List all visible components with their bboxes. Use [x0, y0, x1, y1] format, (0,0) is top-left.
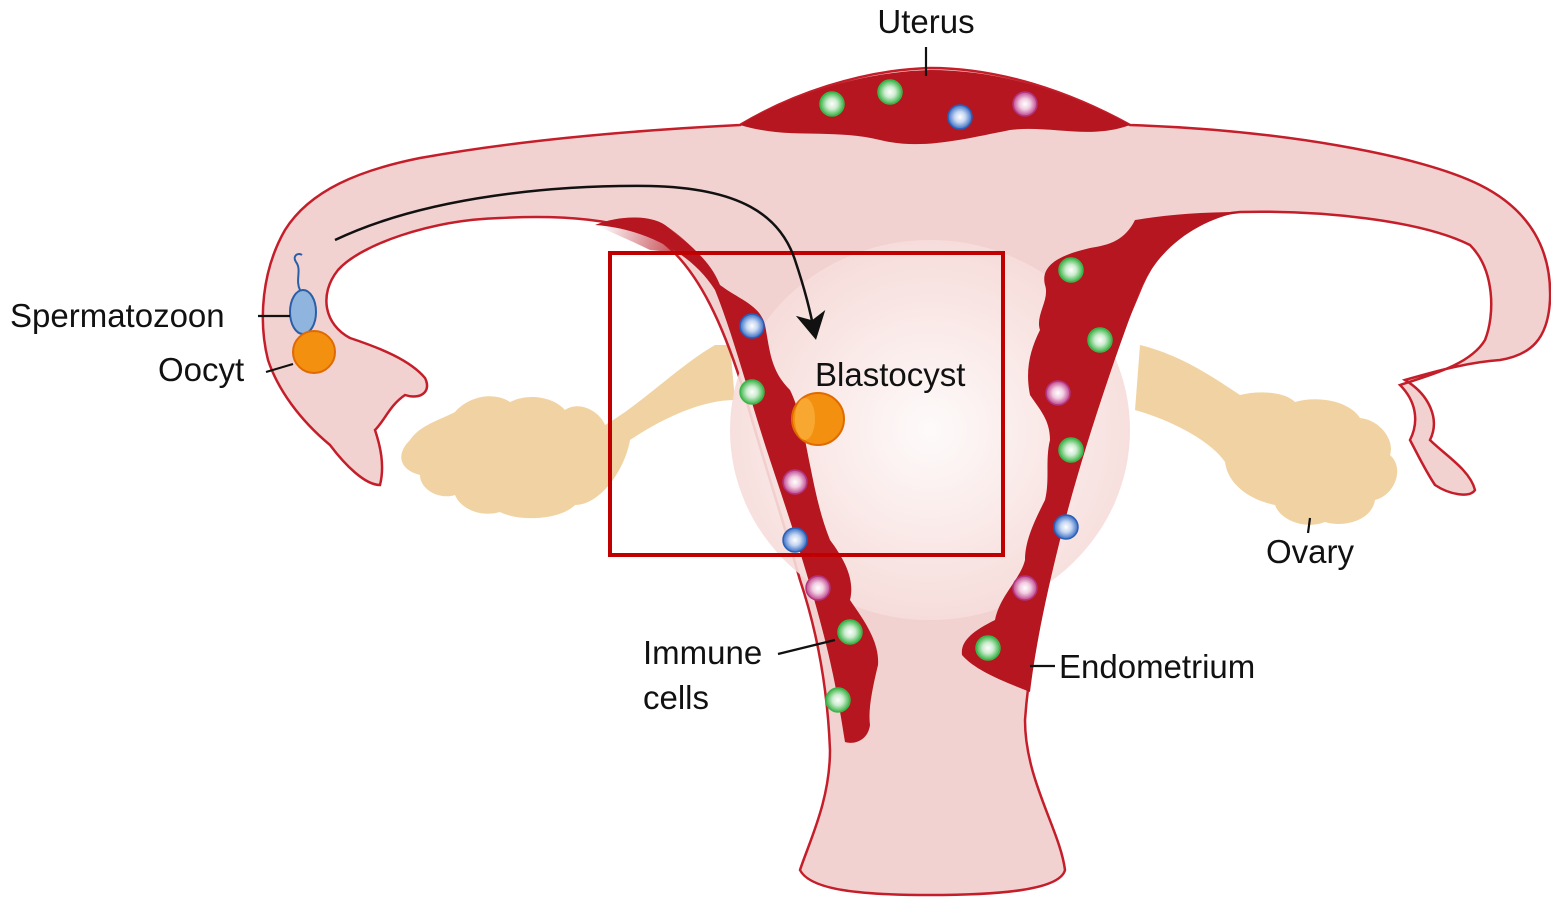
oocyt-label: Oocyt	[158, 351, 244, 388]
immune-cell-green	[820, 92, 844, 116]
immune-cell-green	[1059, 258, 1083, 282]
immune-cell-green	[1059, 438, 1083, 462]
immune-cell-pink	[1013, 92, 1037, 116]
oocyte	[293, 331, 335, 373]
immune-cells-label-line1: Immune	[643, 634, 762, 671]
spermatozoon-label: Spermatozoon	[10, 297, 225, 334]
uterus-label: Uterus	[877, 3, 974, 40]
immune-cell-pink	[806, 576, 830, 600]
blastocyst	[792, 393, 844, 445]
immune-cell-blue	[948, 105, 972, 129]
immune-cell-green	[740, 380, 764, 404]
immune-cell-pink	[1013, 576, 1037, 600]
immune-cell-pink	[1046, 381, 1070, 405]
immune-cell-blue	[783, 528, 807, 552]
immune-cell-green	[878, 80, 902, 104]
left-ovary	[401, 345, 735, 518]
immune-cell-green	[838, 620, 862, 644]
immune-cell-green	[826, 688, 850, 712]
endometrium-label: Endometrium	[1059, 648, 1255, 685]
ovary-label: Ovary	[1266, 533, 1355, 570]
immune-cell-blue	[740, 314, 764, 338]
right-ovary	[1135, 345, 1397, 525]
immune-cell-pink	[783, 470, 807, 494]
immune-cell-green	[976, 636, 1000, 660]
immune-cell-green	[1088, 328, 1112, 352]
blastocyst-label: Blastocyst	[815, 356, 965, 393]
immune-cells-label-line2: cells	[643, 679, 709, 716]
immune-cell-blue	[1054, 515, 1078, 539]
